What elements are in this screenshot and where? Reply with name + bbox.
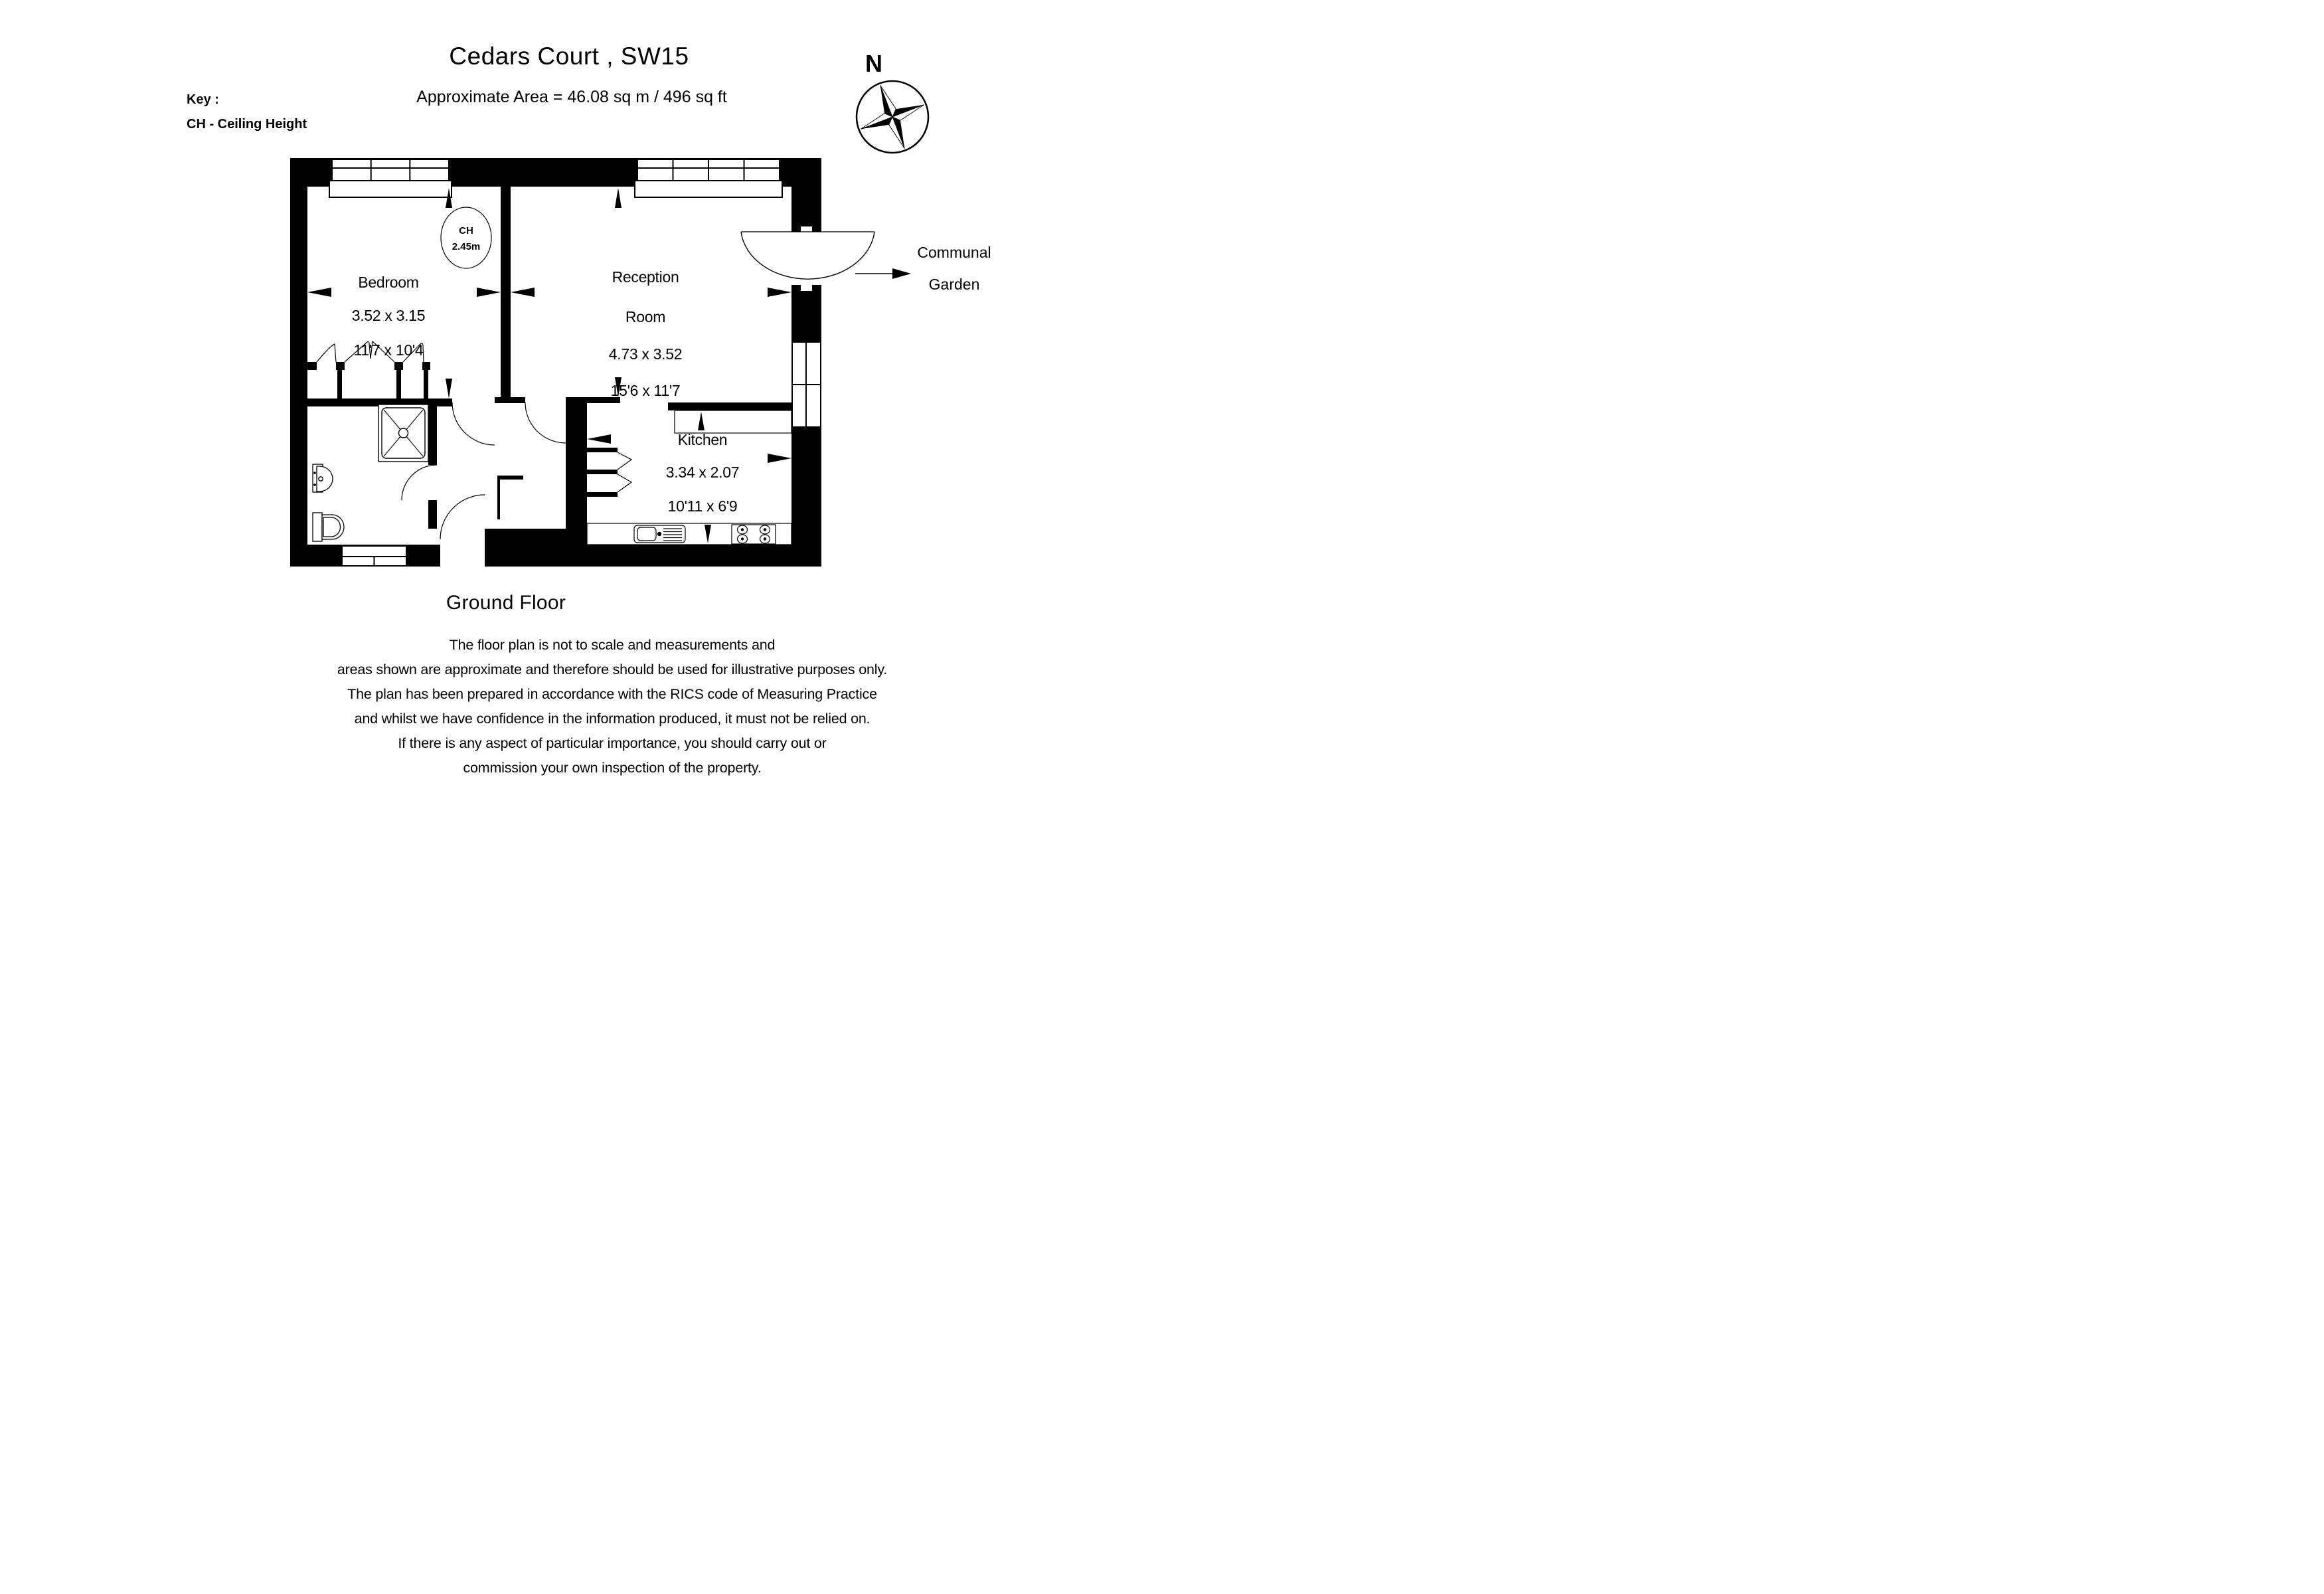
floor-label: Ground Floor	[446, 592, 566, 614]
basin-icon	[312, 464, 333, 493]
bathroom-door-arc	[401, 464, 438, 501]
reception-label-line1: Reception	[612, 268, 679, 286]
exterior-walls	[290, 158, 821, 567]
arrow-kitchen-right	[768, 454, 791, 463]
wall-hall-kitchen	[566, 397, 587, 529]
arrow-kitchen-left	[587, 434, 611, 444]
dimension-arrows	[307, 188, 791, 543]
front-door	[740, 226, 875, 291]
disclaimer-line: If there is any aspect of particular imp…	[398, 735, 827, 751]
disclaimer-line: areas shown are approximate and therefor…	[337, 662, 888, 677]
reception-dim-ft: 15'6 x 11'7	[610, 382, 681, 399]
reception-label-line2: Room	[625, 308, 666, 325]
garden-arrow	[855, 268, 911, 279]
sink-icon	[633, 525, 686, 543]
area-line: Approximate Area = 46.08 sq m / 496 sq f…	[416, 88, 727, 106]
arrow-reception-left	[511, 288, 535, 297]
disclaimer-line: The plan has been prepared in accordance…	[347, 686, 877, 702]
door-swing-arc	[740, 231, 875, 280]
kitchen-dim-m: 3.34 x 2.07	[665, 464, 740, 481]
floorplan-page: Cedars Court , SW15 Approximate Area = 4…	[0, 0, 1162, 797]
wall-bathroom-east-lower	[428, 500, 437, 529]
interior-doors	[401, 402, 566, 501]
arrow-bedroom-left	[307, 288, 331, 297]
window-bathroom	[341, 545, 407, 567]
arrow-reception-up	[615, 188, 622, 208]
wall-airing-cupboard-stub	[497, 476, 523, 480]
ch-badge-line2: 2.45m	[452, 241, 481, 252]
bedroom-label: Bedroom	[358, 274, 419, 291]
key-label: Key :	[187, 92, 219, 107]
arrow-bedroom-right	[477, 288, 501, 297]
disclaimer-line: commission your own inspection of the pr…	[463, 760, 762, 776]
compass-icon	[855, 80, 930, 154]
kitchen-label: Kitchen	[677, 431, 728, 448]
kitchen-cupboards	[587, 448, 633, 497]
door-swing-arc	[440, 494, 485, 540]
window-reception	[634, 159, 783, 198]
arrow-bedroom-up	[446, 188, 452, 208]
communal-garden-line2: Garden	[928, 276, 980, 293]
wall-reception-south	[566, 397, 620, 403]
arrow-kitchen-up	[698, 412, 705, 430]
arrow-reception-down	[615, 377, 622, 397]
reception-dim-m: 4.73 x 3.52	[608, 345, 683, 363]
kitchen-dim-ft: 10'11 x 6'9	[667, 497, 738, 515]
bedroom-dim-ft: 11'7 x 10'4	[353, 341, 424, 359]
disclaimer-line: and whilst we have confidence in the inf…	[354, 711, 871, 727]
floorplan-drawing	[290, 80, 930, 567]
reception-door-arc	[525, 402, 566, 444]
wall-airing-cupboard	[497, 476, 500, 519]
wall-hall-south	[485, 529, 587, 545]
bedroom-dim-m: 3.52 x 3.15	[351, 307, 426, 324]
hob-icon	[731, 524, 776, 545]
window-bedroom	[329, 159, 452, 198]
wardrobe	[307, 340, 430, 398]
ceiling-height-ellipse	[440, 207, 492, 269]
hanging-rail-icon	[316, 340, 424, 363]
wall-bedroom-reception	[501, 187, 511, 397]
bedroom-door-arc	[452, 402, 495, 446]
wall-kitchen-north	[668, 402, 791, 410]
wall-bathroom-east-upper	[428, 406, 437, 465]
wall-hall-lintel	[495, 397, 525, 403]
arrow-reception-right	[768, 288, 791, 297]
toilet-icon	[312, 512, 345, 542]
entrance-door	[440, 494, 485, 567]
ch-badge-line1: CH	[459, 225, 473, 236]
shower-icon	[378, 404, 429, 462]
communal-garden-line1: Communal	[917, 244, 991, 261]
disclaimer-line: The floor plan is not to scale and measu…	[449, 637, 776, 653]
compass-north-label: N	[865, 50, 882, 77]
page-title: Cedars Court , SW15	[449, 43, 689, 70]
interior-walls	[307, 187, 791, 545]
key-ceiling-height: CH - Ceiling Height	[187, 117, 307, 132]
kitchen-counter-bottom	[586, 523, 792, 545]
arrow-kitchen-down	[705, 525, 711, 543]
kitchen-counter-top	[674, 410, 792, 434]
arrow-bedroom-down	[446, 379, 452, 398]
window-kitchen	[791, 341, 821, 428]
